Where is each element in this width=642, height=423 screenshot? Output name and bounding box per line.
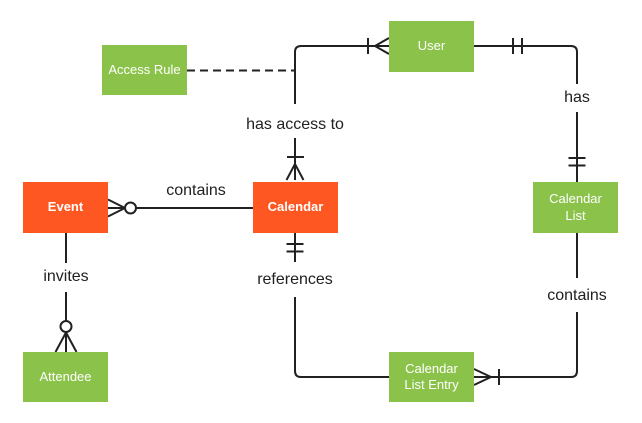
crows-foot-zero-or-many-icon [107,198,137,218]
entity-label: Attendee [39,368,92,384]
entity-access-rule: Access Rule [102,45,187,95]
entity-label: Access Rule [108,61,181,77]
entity-label: Calendar List [549,191,602,223]
crows-foot-one-or-many-icon [367,37,390,55]
entity-label: Event [47,199,84,215]
line-calendar-user [285,37,390,181]
relationship-label-contains-calendar-list: contains [545,287,609,305]
crows-foot-zero-or-many-icon [54,320,78,353]
relationship-label-has-access-to: has access to [244,116,346,134]
line-event-calendar [107,198,253,218]
entity-event: Event [23,182,108,233]
entity-user: User [389,21,474,72]
relationship-label-invites: invites [41,268,91,286]
entity-label: Calendar [267,199,324,215]
line-user-calendar-list [474,38,586,182]
entity-calendar-list: Calendar List [533,182,618,233]
crows-foot-one-or-many-icon [473,368,500,386]
relationship-label-has: has [562,89,592,107]
line-calendar-calendar-list-entry [286,233,389,378]
exactly-one-bars-icon [512,38,523,54]
relationship-label-references: references [255,271,335,289]
entity-label: Calendar List Entry [404,360,459,392]
entity-attendee: Attendee [23,352,108,402]
exactly-one-bars-icon [286,243,304,253]
exactly-one-bars-icon [568,157,586,167]
entity-calendar-list-entry: Calendar List Entry [389,352,474,402]
entity-label: User [417,38,446,54]
line-calendar-list-calendar-list-entry [473,233,578,386]
entity-calendar: Calendar [253,182,338,233]
relationship-label-contains-event: contains [164,182,228,200]
line-event-attendee [54,233,78,353]
crows-foot-one-or-many-icon [285,138,305,181]
